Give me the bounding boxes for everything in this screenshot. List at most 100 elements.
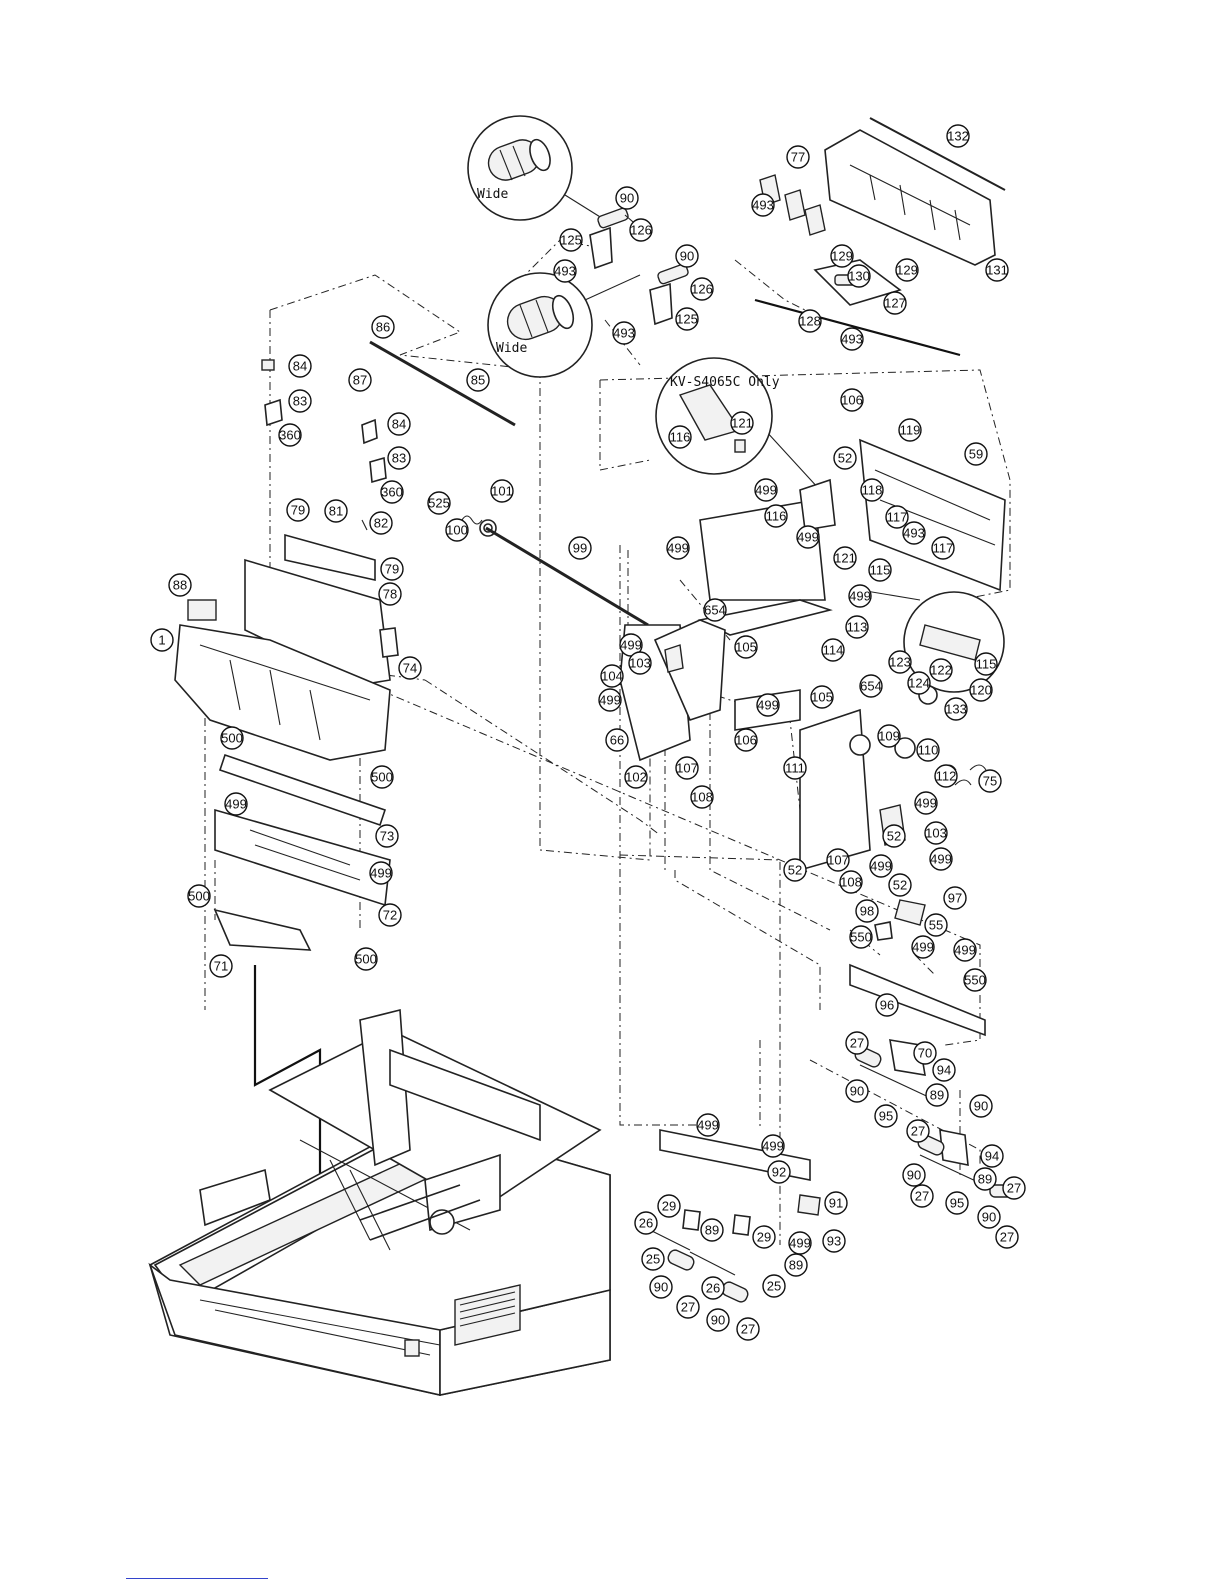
svg-text:93: 93 (827, 1234, 841, 1249)
callout-c105a: 105 (734, 635, 758, 659)
svg-text:78: 78 (383, 587, 397, 602)
svg-text:90: 90 (907, 1168, 921, 1183)
callout-c113: 113 (845, 615, 869, 639)
callout-c493c: 493 (840, 327, 864, 351)
callout-c499d: 499 (848, 584, 872, 608)
callout-c107a: 107 (675, 756, 699, 780)
callout-c97: 97 (943, 886, 967, 910)
callout-c115b: 115 (974, 652, 998, 676)
callout-c70: 70 (913, 1041, 937, 1065)
callout-c27c: 27 (1002, 1176, 1026, 1200)
svg-text:126: 126 (691, 282, 713, 297)
callout-c550a: 550 (849, 925, 873, 949)
callout-c90b: 90 (675, 244, 699, 268)
callout-c133: 133 (944, 697, 968, 721)
svg-text:499: 499 (789, 1236, 811, 1251)
svg-text:500: 500 (221, 731, 243, 746)
svg-text:102: 102 (625, 770, 647, 785)
svg-text:1: 1 (158, 633, 165, 648)
callout-c499q: 499 (788, 1231, 812, 1255)
callout-c493b: 493 (553, 259, 577, 283)
svg-text:29: 29 (662, 1199, 676, 1214)
svg-text:654: 654 (860, 679, 882, 694)
callout-c360b: 360 (380, 480, 404, 504)
svg-text:26: 26 (706, 1281, 720, 1296)
svg-text:100: 100 (446, 523, 468, 538)
svg-text:89: 89 (930, 1088, 944, 1103)
callout-c90c: 90 (845, 1079, 869, 1103)
svg-text:115: 115 (976, 657, 997, 672)
callout-c27b: 27 (906, 1119, 930, 1143)
svg-text:27: 27 (1007, 1181, 1021, 1196)
callout-c89d: 89 (784, 1253, 808, 1277)
svg-text:125: 125 (560, 233, 582, 248)
callout-c126b: 126 (690, 277, 714, 301)
callout-c74: 74 (398, 656, 422, 680)
callout-c118: 118 (860, 478, 884, 502)
svg-text:99: 99 (573, 541, 587, 556)
callout-c500b: 500 (370, 765, 394, 789)
svg-text:77: 77 (791, 150, 805, 165)
footer-rule (126, 1578, 268, 1579)
callout-c126a: 126 (629, 218, 653, 242)
svg-text:27: 27 (681, 1300, 695, 1315)
svg-text:499: 499 (930, 852, 952, 867)
callout-c127: 127 (883, 291, 907, 315)
callout-c55: 55 (924, 913, 948, 937)
callout-c499j: 499 (869, 854, 893, 878)
callout-c499k: 499 (911, 935, 935, 959)
callout-c654b: 654 (859, 674, 883, 698)
svg-text:130: 130 (848, 269, 870, 284)
callout-c83b: 83 (387, 446, 411, 470)
callout-c130: 130 (847, 264, 871, 288)
callout-c84a: 84 (288, 354, 312, 378)
callout-c132: 132 (946, 124, 970, 148)
svg-text:116: 116 (670, 430, 691, 445)
callout-c88: 88 (168, 573, 192, 597)
svg-text:499: 499 (757, 698, 779, 713)
svg-text:360: 360 (381, 485, 403, 500)
callout-c499m: 499 (224, 792, 248, 816)
svg-text:121: 121 (731, 416, 753, 431)
callout-c121a: 121 (730, 411, 754, 435)
svg-text:27: 27 (741, 1322, 755, 1337)
svg-text:493: 493 (903, 526, 925, 541)
svg-text:117: 117 (887, 510, 908, 525)
svg-text:499: 499 (849, 589, 871, 604)
svg-text:107: 107 (827, 853, 849, 868)
svg-text:89: 89 (789, 1258, 803, 1273)
svg-text:129: 129 (896, 263, 918, 278)
svg-text:90: 90 (654, 1280, 668, 1295)
svg-text:117: 117 (933, 541, 954, 556)
svg-text:104: 104 (601, 669, 623, 684)
callout-c493d: 493 (612, 321, 636, 345)
svg-text:499: 499 (599, 693, 621, 708)
callout-c550b: 550 (963, 968, 987, 992)
callout-c52b: 52 (882, 824, 906, 848)
callout-c92: 92 (767, 1160, 791, 1184)
svg-text:88: 88 (173, 578, 187, 593)
svg-text:27: 27 (1000, 1230, 1014, 1245)
svg-text:106: 106 (841, 393, 863, 408)
callout-c499p: 499 (761, 1134, 785, 1158)
callout-c90e: 90 (902, 1163, 926, 1187)
svg-text:113: 113 (847, 620, 868, 635)
callout-c90f: 90 (977, 1205, 1001, 1229)
svg-text:121: 121 (834, 551, 856, 566)
callout-c100: 100 (445, 518, 469, 542)
callout-c117a: 117 (885, 505, 909, 529)
callout-c29a: 29 (657, 1194, 681, 1218)
svg-text:654: 654 (704, 603, 726, 618)
callout-c89c: 89 (700, 1218, 724, 1242)
callout-c52a: 52 (833, 446, 857, 470)
callout-c25a: 25 (641, 1247, 665, 1271)
svg-text:123: 123 (889, 655, 911, 670)
svg-text:550: 550 (850, 930, 872, 945)
callout-c525: 525 (427, 491, 451, 515)
callout-c73: 73 (375, 824, 399, 848)
svg-text:25: 25 (646, 1252, 660, 1267)
svg-text:499: 499 (797, 530, 819, 545)
callout-c98: 98 (855, 899, 879, 923)
svg-text:124: 124 (908, 676, 930, 691)
svg-text:500: 500 (188, 889, 210, 904)
